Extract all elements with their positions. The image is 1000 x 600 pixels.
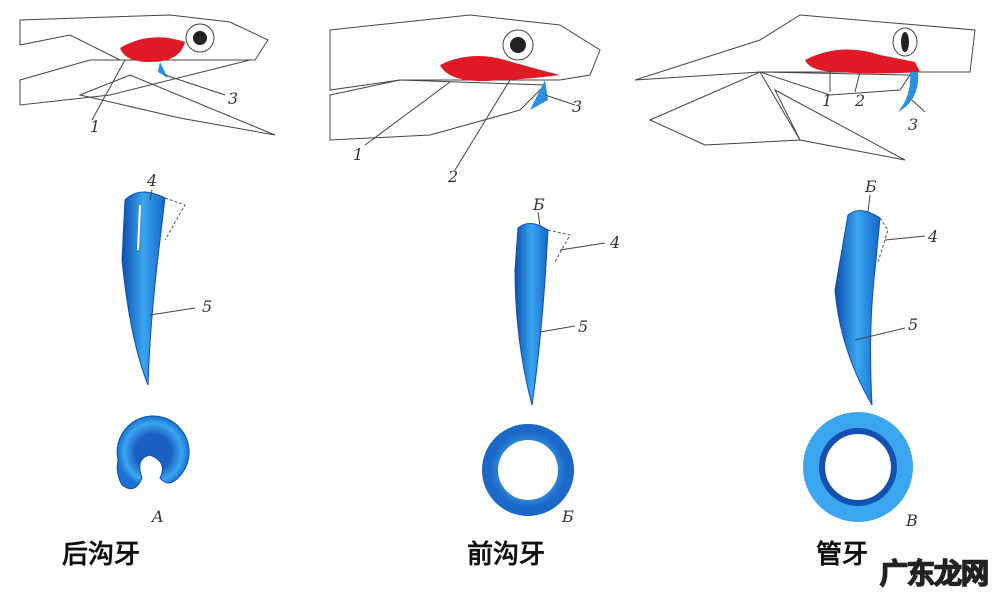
label-5: 5: [908, 315, 918, 334]
label-4: 4: [146, 171, 157, 190]
tube-fang-cross-section: B: [803, 412, 918, 530]
label-4: 4: [927, 227, 938, 246]
label-a: A: [150, 507, 164, 526]
label-1: 1: [353, 145, 363, 164]
tube-fang-detail: Б 4 5: [834, 177, 938, 406]
caption-tube-fang: 管牙: [816, 540, 869, 570]
front-fanged-head: 1 2 3: [329, 14, 601, 186]
venom-gland: [440, 56, 560, 81]
fang: [158, 62, 168, 78]
fang: [898, 72, 919, 112]
label-3: 3: [228, 89, 238, 108]
label-3: 3: [572, 97, 582, 116]
label-3: 3: [908, 115, 918, 134]
label-4: 4: [609, 233, 620, 252]
rear-fanged-head: 1 3: [19, 14, 276, 136]
venom-gland: [805, 49, 920, 74]
fang: [530, 80, 548, 110]
tube-fanged-head: 1 2 3: [634, 14, 976, 161]
caption-front-fang: 前沟牙: [467, 540, 546, 570]
label-b: Б: [864, 177, 877, 196]
label-1: 1: [822, 91, 832, 110]
front-fang-cross-section: Б: [482, 424, 574, 526]
venom-gland: [120, 37, 185, 62]
label-2: 2: [447, 167, 458, 186]
label-v: B: [905, 511, 918, 530]
label-5: 5: [202, 297, 212, 316]
caption-rear-fang: 后沟牙: [62, 540, 141, 570]
label-1: 1: [90, 117, 100, 136]
label-b: Б: [532, 195, 545, 214]
front-fang-detail: Б 4 5: [514, 195, 620, 406]
rear-fang-cross-section: A: [116, 415, 190, 526]
rear-fang-detail: 4 5: [121, 171, 212, 386]
label-b: Б: [561, 507, 574, 526]
label-2: 2: [854, 91, 865, 110]
label-5: 5: [578, 317, 588, 336]
watermark: 广东龙网: [879, 557, 990, 591]
